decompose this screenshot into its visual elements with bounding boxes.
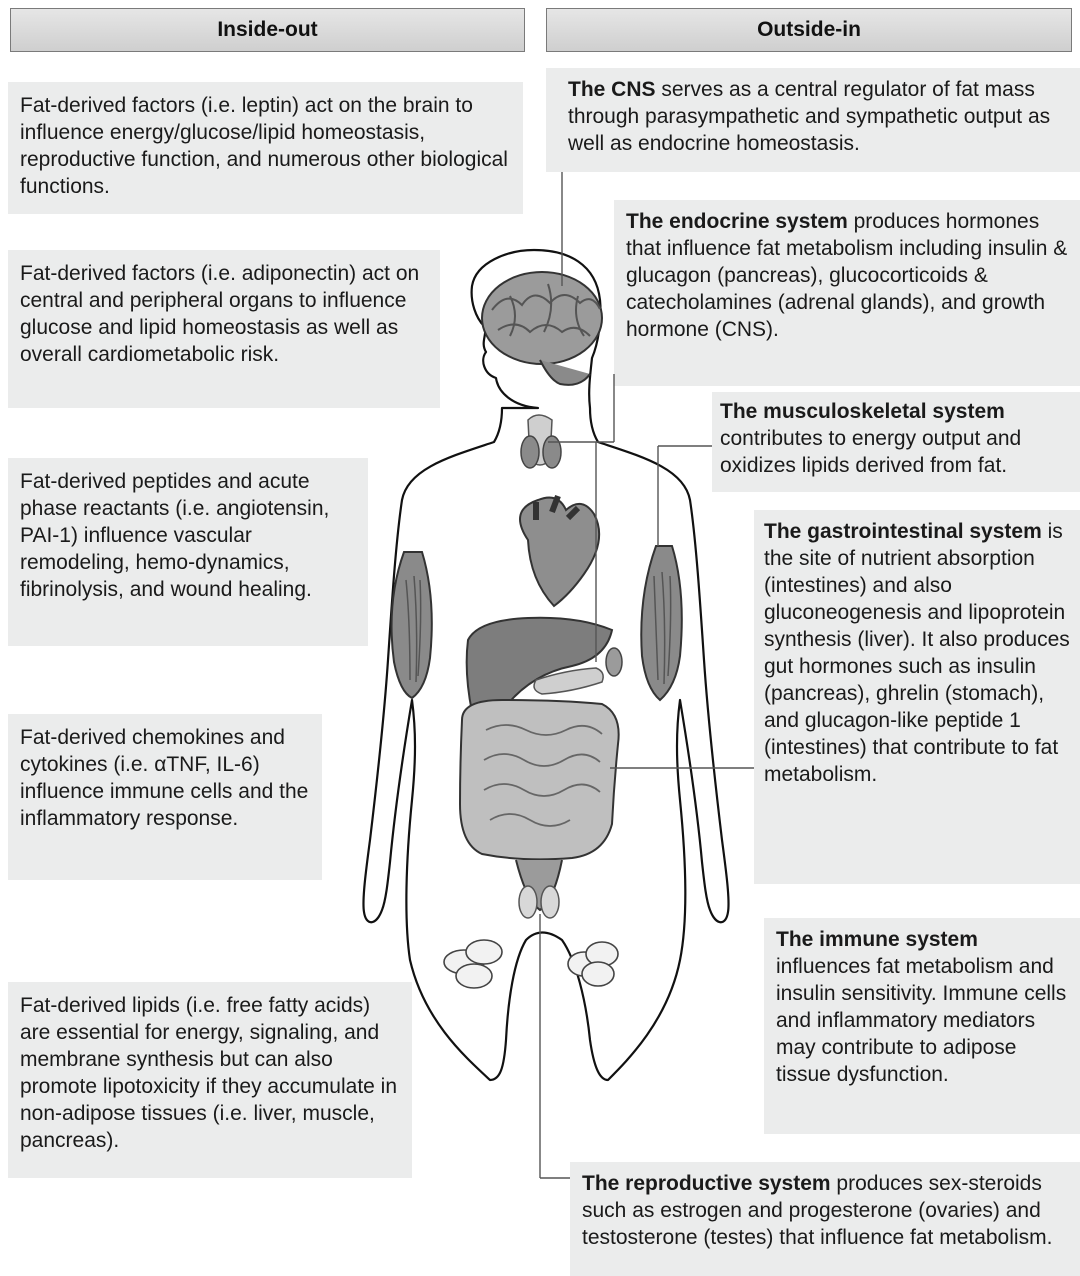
right-arm-muscle-icon: [641, 546, 682, 700]
adipose-tissue-icon: [444, 940, 502, 988]
intestines-icon: [460, 700, 619, 910]
left-arm-muscle-icon: [392, 552, 432, 698]
heart-icon: [520, 496, 599, 606]
adipose-tissue-icon-right: [568, 942, 618, 986]
brain-icon: [482, 272, 602, 385]
